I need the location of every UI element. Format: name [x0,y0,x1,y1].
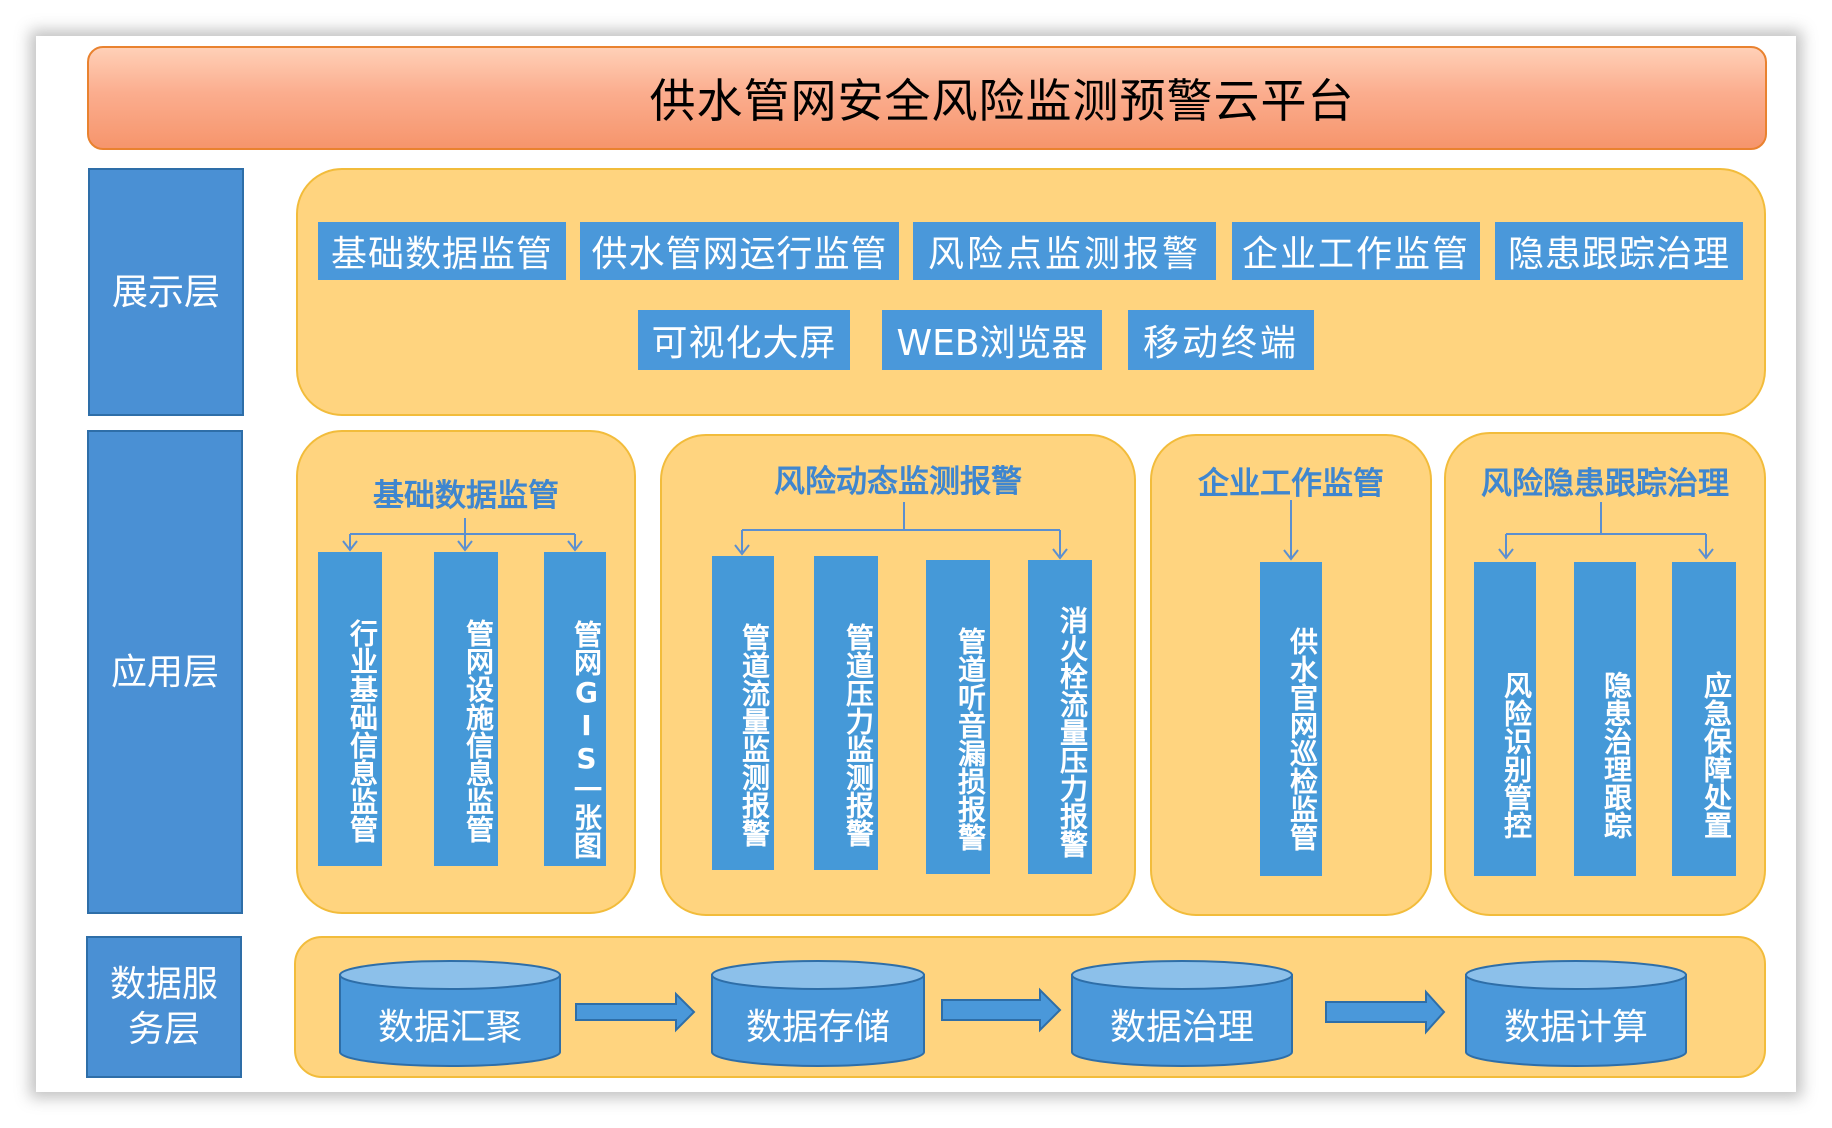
app-item-label: 管道压力监测报警 [842,623,875,847]
group-title-hazard-governance: 风险隐患跟踪治理 [1481,466,1729,502]
display-item-label: 企业工作监管 [1241,234,1470,275]
display-item-network-operation: 供水管网运行监管 [580,222,899,280]
display-item-label: WEB浏览器 [896,323,1088,364]
app-item-emergency: 应急保障处置 [1672,562,1736,876]
display-item-mobile-terminal: 移动终端 [1128,310,1314,370]
display-item-label: 隐患跟踪治理 [1507,234,1730,275]
display-item-label: 移动终端 [1142,323,1299,364]
app-item-hazard-tracking: 隐患治理跟踪 [1574,562,1636,876]
group-title-enterprise-work: 企业工作监管 [1198,466,1384,502]
app-item-facility-info: 管网设施信息监管 [434,552,498,866]
display-item-hazard-tracking: 隐患跟踪治理 [1495,222,1743,280]
data-flow-aggregation: 数据汇聚 [377,1007,522,1048]
data-flow-storage: 数据存储 [745,1007,890,1048]
data-flow-computation: 数据计算 [1503,1007,1648,1048]
app-item-gis-map: 管网GIS一张图 [544,552,606,866]
cylinder-data-aggregation [339,960,561,1067]
display-item-label: 风险点监测报警 [927,234,1201,275]
app-item-label: 供水官网巡检监管 [1286,627,1319,851]
app-item-label: 管道流量监测报警 [738,623,771,847]
app-item-pressure-alarm: 管道压力监测报警 [814,556,878,870]
group-title-basic-data: 基础数据监管 [373,478,559,514]
app-item-label: 管网GIS一张图 [570,619,603,859]
layer-label-application: 应用层 [87,430,243,914]
group-title-risk-monitoring: 风险动态监测报警 [774,464,1022,500]
display-item-enterprise-work: 企业工作监管 [1232,222,1480,280]
display-item-label: 供水管网运行监管 [591,234,888,275]
app-item-label: 消火栓流量压力报警 [1056,606,1089,858]
display-item-risk-alarm: 风险点监测报警 [913,222,1216,280]
page-title: 供水管网安全风险监测预警云平台 [649,74,1355,128]
layer-label-data-text: 数据服 务层 [109,964,218,1050]
app-item-hydrant-alarm: 消火栓流量压力报警 [1028,560,1092,874]
app-item-leak-alarm: 管道听音漏损报警 [926,560,990,874]
app-item-industry-basic-info: 行业基础信息监管 [318,552,382,866]
app-item-label: 隐患治理跟踪 [1600,671,1633,839]
display-item-web-browser: WEB浏览器 [882,310,1102,370]
flow-arrow-1 [575,991,696,1033]
cylinder-data-governance [1071,960,1293,1067]
cylinder-data-storage [711,960,925,1067]
layer-label-display-text: 展示层 [111,271,220,313]
flow-arrow-3 [1325,989,1446,1035]
flow-arrow-2 [941,987,1062,1033]
app-item-label: 管道听音漏损报警 [954,627,987,851]
app-item-flow-alarm: 管道流量监测报警 [712,556,774,870]
app-item-risk-identification: 风险识别管控 [1474,562,1536,876]
layer-label-application-text: 应用层 [110,651,219,693]
display-item-label: 可视化大屏 [651,323,837,364]
display-item-big-screen: 可视化大屏 [638,310,850,370]
app-item-label: 应急保障处置 [1700,671,1733,839]
app-item-patrol-inspection: 供水官网巡检监管 [1260,562,1322,876]
data-flow-governance: 数据治理 [1109,1007,1254,1048]
layer-label-data: 数据服 务层 [86,936,242,1078]
title-banner: 供水管网安全风险监测预警云平台 [87,46,1767,150]
app-item-label: 管网设施信息监管 [462,619,495,843]
display-item-label: 基础数据监管 [330,234,553,275]
app-item-label: 行业基础信息监管 [346,619,379,843]
display-item-basic-data: 基础数据监管 [318,222,566,280]
app-item-label: 风险识别管控 [1500,671,1533,839]
display-layer-panel [296,168,1766,416]
layer-label-display: 展示层 [88,168,244,416]
cylinder-data-computation [1465,960,1687,1067]
